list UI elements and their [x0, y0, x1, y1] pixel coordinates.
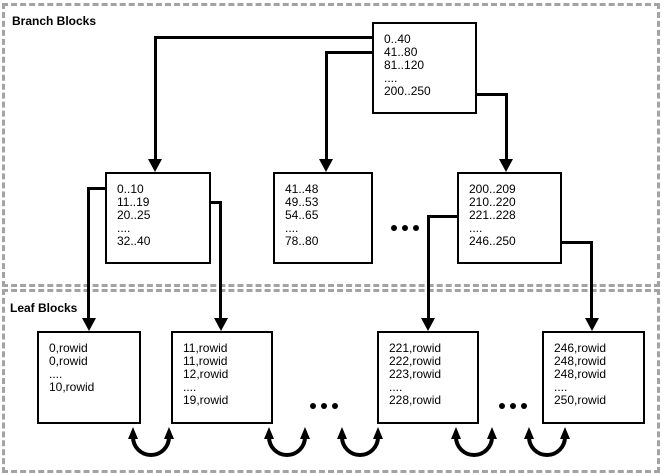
block-line: 20..25 [117, 208, 151, 222]
block-line: 0,rowid [49, 354, 88, 368]
block-line: 222,rowid [389, 354, 442, 368]
leaf-blocks-label: Leaf Blocks [10, 301, 78, 315]
arrow-down-icon [319, 159, 333, 172]
leaf-block-4: 246,rowid 248,rowid 248,rowid .... 250,r… [542, 331, 645, 424]
connector-right-branch-to-leaf3-v [427, 215, 430, 318]
arrow-down-icon [82, 318, 96, 331]
connector-right-branch-to-leaf4-v [590, 241, 593, 318]
block-line: 49..53 [285, 195, 319, 209]
block-line: 250,rowid [554, 393, 607, 407]
branch-block-right: 200..209 210..220 221..228 .... 246..250 [457, 172, 562, 264]
connector-root-to-mid-h [325, 51, 374, 54]
block-line: 0..40 [384, 32, 411, 46]
block-line: 10,rowid [49, 380, 95, 394]
block-line: 19,rowid [183, 393, 229, 407]
block-line: 12,rowid [183, 367, 229, 381]
block-line: 54..65 [285, 208, 319, 222]
arrow-down-icon [148, 159, 162, 172]
branch-blocks-label: Branch Blocks [12, 14, 97, 28]
block-line: 210..220 [469, 195, 516, 209]
leaf-blocks-region [2, 289, 660, 473]
block-line: 32..40 [117, 234, 151, 248]
arrow-down-icon [421, 318, 435, 331]
block-line: 248,rowid [554, 367, 607, 381]
double-arrow-arc-icon [451, 427, 497, 457]
block-line: 248,rowid [554, 354, 607, 368]
block-line: .... [389, 380, 403, 394]
connector-root-to-left-h [154, 36, 374, 39]
leaf-block-1: 0,rowid 0,rowid .... 10,rowid [37, 331, 141, 424]
branch-block-left: 0..10 11..19 20..25 .... 32..40 [105, 172, 211, 264]
arrow-down-icon [499, 159, 513, 172]
block-line: 11,rowid [183, 354, 228, 368]
connector-left-branch-to-leaf2-v [219, 201, 222, 318]
block-line: .... [554, 380, 568, 394]
double-arrow-arc-icon [524, 427, 570, 457]
connector-left-branch-to-leaf1-v [87, 187, 90, 318]
connector-left-branch-to-leaf1-h [87, 187, 107, 190]
block-line: 0,rowid [49, 341, 88, 355]
connector-root-to-right-v [505, 93, 508, 160]
block-line: .... [49, 367, 63, 381]
root-branch-block: 0..40 41..80 81..120 .... 200..250 [372, 22, 477, 114]
block-line: 11,rowid [183, 341, 228, 355]
block-line: 200..209 [469, 182, 516, 196]
arrow-down-icon [585, 318, 599, 331]
branch-block-middle: 41..48 49..53 54..65 .... 78..80 [273, 172, 373, 264]
connector-root-to-right-h [474, 93, 508, 96]
block-line: .... [117, 221, 131, 235]
block-line: 81..120 [384, 58, 425, 72]
connector-right-branch-to-leaf3-h [427, 215, 459, 218]
block-line: 78..80 [285, 234, 319, 248]
ellipsis-icon [391, 225, 419, 231]
block-line: 228,rowid [389, 393, 442, 407]
block-line: 246,rowid [554, 341, 607, 355]
block-line: 246..250 [469, 234, 516, 248]
connector-root-to-mid-v [325, 51, 328, 159]
block-line: 11..19 [117, 195, 150, 209]
ellipsis-icon [499, 403, 527, 409]
block-line: 41..48 [285, 182, 319, 196]
double-arrow-arc-icon [337, 427, 383, 457]
block-line: .... [469, 221, 483, 235]
arrow-down-icon [214, 318, 228, 331]
block-line: 41..80 [384, 45, 418, 59]
connector-root-to-left-v [154, 36, 157, 159]
connector-left-branch-to-leaf2-h [209, 201, 222, 204]
block-line: .... [384, 71, 398, 85]
block-line: 200..250 [384, 84, 431, 98]
leaf-block-3: 221,rowid 222,rowid 223,rowid .... 228,r… [377, 331, 479, 424]
leaf-block-2: 11,rowid 11,rowid 12,rowid .... 19,rowid [171, 331, 273, 424]
branch-blocks-region [2, 3, 660, 287]
double-arrow-arc-icon [264, 427, 310, 457]
block-line: 0..10 [117, 182, 144, 196]
block-line: 221,rowid [389, 341, 442, 355]
double-arrow-arc-icon [128, 427, 174, 457]
block-line: 223,rowid [389, 367, 442, 381]
block-line: 221..228 [469, 208, 516, 222]
ellipsis-icon [310, 403, 338, 409]
block-line: .... [183, 380, 197, 394]
connector-right-branch-to-leaf4-h [560, 241, 593, 244]
block-line: .... [285, 221, 299, 235]
